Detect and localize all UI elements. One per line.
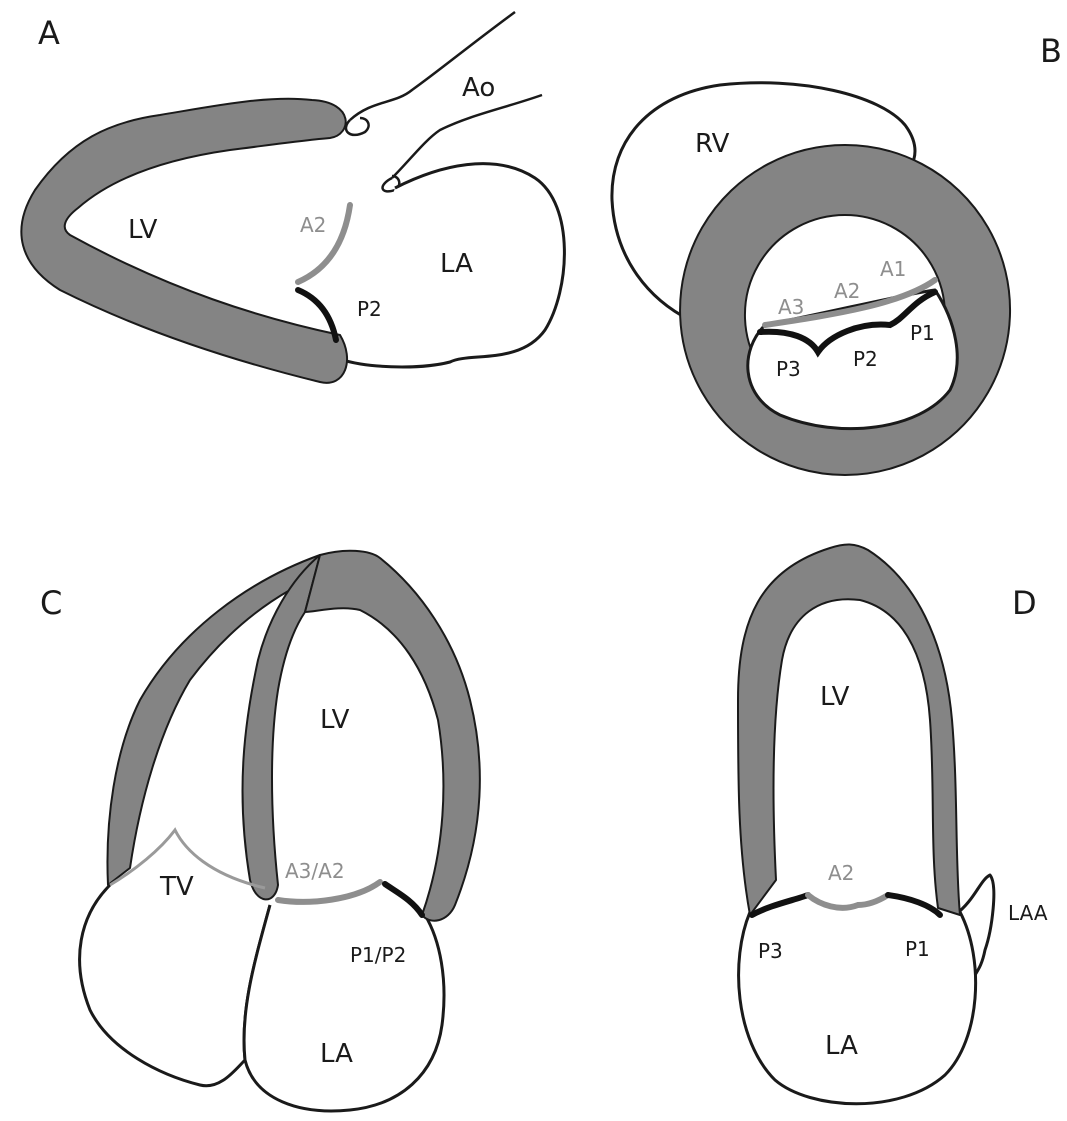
lv-myocardium: [21, 99, 347, 383]
panel-c-letter: C: [40, 584, 62, 622]
right-atrium: [80, 885, 270, 1086]
label-p3: P3: [758, 939, 783, 963]
aorta-upper-wall: [350, 12, 515, 120]
label-a3-a2: A3/A2: [285, 859, 345, 883]
label-p1-p2: P1/P2: [350, 943, 406, 967]
panel-c: C LV TV A3/A2 P1/P2 LA: [40, 551, 480, 1111]
label-p1: P1: [910, 321, 935, 345]
label-a1: A1: [880, 257, 906, 281]
label-a2: A2: [300, 213, 326, 237]
mitral-anterior-leaflet-a2: [808, 895, 888, 908]
aortic-cusp-upper: [346, 118, 369, 135]
label-p2: P2: [853, 347, 878, 371]
label-lv: LV: [128, 215, 158, 245]
label-tv: TV: [159, 872, 194, 902]
panel-d-letter: D: [1012, 584, 1037, 622]
label-la: LA: [320, 1039, 353, 1069]
label-p2: P2: [357, 297, 382, 321]
label-rv: RV: [695, 129, 730, 159]
left-atrium: [244, 905, 444, 1111]
panel-b-letter: B: [1040, 32, 1062, 70]
label-p1: P1: [905, 937, 930, 961]
label-a3: A3: [778, 295, 804, 319]
label-p3: P3: [776, 357, 801, 381]
label-a2: A2: [834, 279, 860, 303]
panel-b: B RV A1 A2 A3 P1 P2 P3: [612, 32, 1062, 475]
lv-myocardium: [738, 544, 960, 915]
panel-a: A Ao LV LA A2 P2: [21, 12, 564, 383]
label-lv: LV: [820, 682, 850, 712]
label-ao: Ao: [462, 73, 495, 103]
label-la: LA: [825, 1031, 858, 1061]
label-lv: LV: [320, 705, 350, 735]
mitral-anterior-leaflet-a3-a2: [278, 882, 380, 902]
panel-d: D LV A2 P3 P1 LAA LA: [738, 544, 1048, 1103]
label-la: LA: [440, 249, 473, 279]
panel-a-letter: A: [38, 14, 60, 52]
label-laa: LAA: [1008, 901, 1048, 925]
mitral-posterior-leaflet-p1-p2: [385, 884, 422, 915]
label-a2: A2: [828, 861, 854, 885]
